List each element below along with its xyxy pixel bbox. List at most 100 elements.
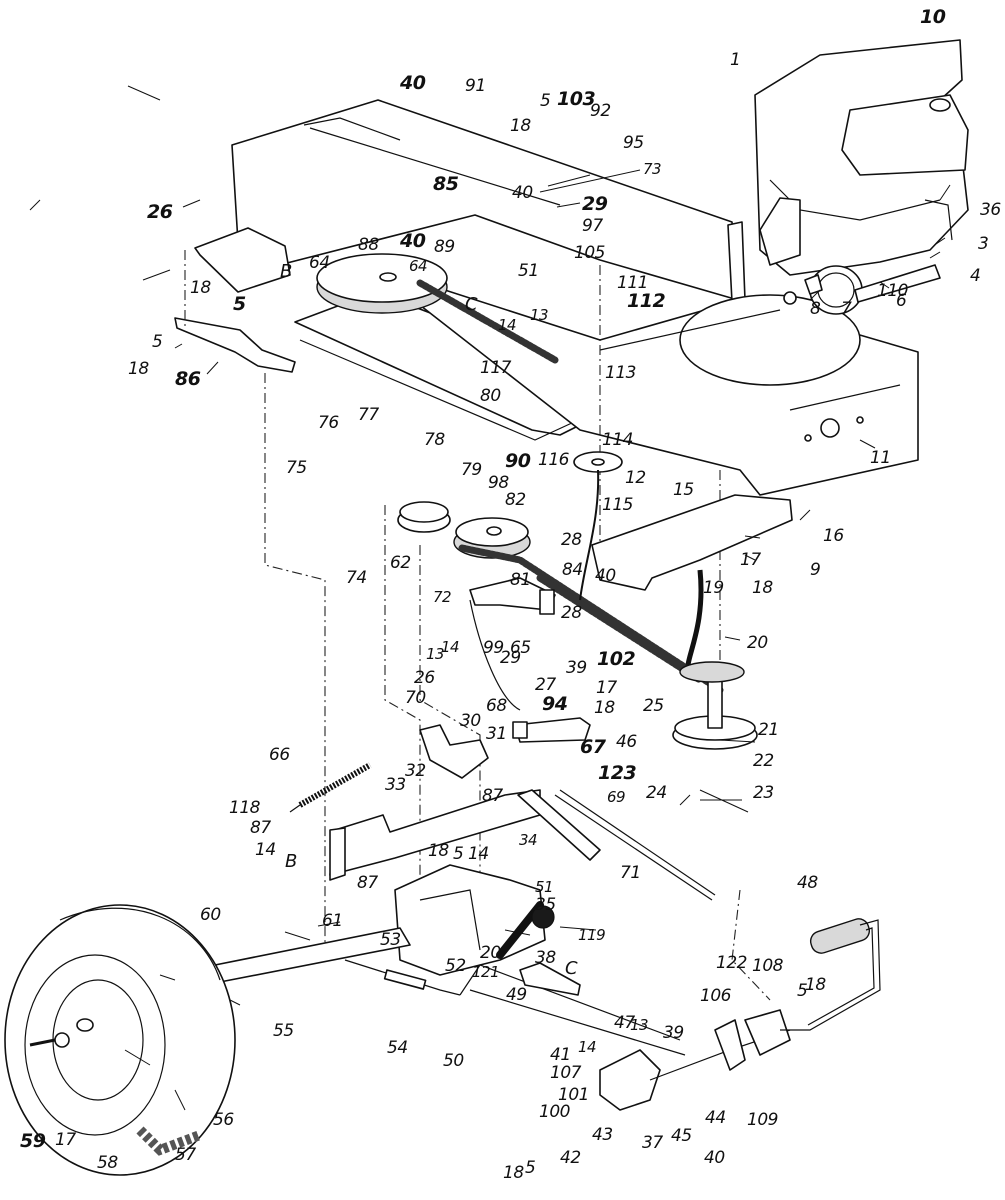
frame-member-33 (329, 789, 541, 881)
part-callout-18: 18 (428, 841, 449, 861)
part-callout-44: 44 (705, 1108, 726, 1128)
part-callout-40: 40 (595, 566, 616, 586)
part-callout-29: 29 (582, 193, 608, 215)
part-callout-121: 121 (472, 963, 500, 981)
part-callout-97: 97 (582, 216, 603, 236)
part-callout-40: 40 (704, 1148, 725, 1168)
part-callout-48: 48 (797, 873, 818, 893)
part-callout-13: 13 (530, 306, 549, 324)
part-callout-3: 3 (978, 234, 989, 254)
part-callout-24: 24 (646, 783, 667, 803)
large-pulley-75 (316, 253, 448, 314)
part-callout-105: 105 (574, 243, 605, 263)
part-callout-18: 18 (594, 698, 615, 718)
brake-linkage (599, 1009, 791, 1111)
part-callout-77: 77 (358, 405, 379, 425)
part-callout-18: 18 (190, 278, 211, 298)
part-callout-123: 123 (598, 762, 637, 784)
part-callout-46: 46 (616, 732, 637, 752)
part-callout-18: 18 (503, 1163, 524, 1183)
part-callout-38: 38 (535, 948, 556, 968)
part-callout-5: 5 (525, 1158, 536, 1178)
part-callout-112: 112 (627, 290, 666, 312)
part-callout-18: 18 (805, 975, 826, 995)
part-callout-22: 22 (753, 751, 774, 771)
part-callout-36: 36 (980, 200, 1001, 220)
idler-pulley-114 (573, 451, 623, 473)
part-callout-19: 19 (703, 578, 724, 598)
shift-lever-38 (496, 901, 555, 959)
part-callout-18: 18 (752, 578, 773, 598)
arm-31 (512, 717, 591, 743)
part-callout-119: 119 (578, 926, 606, 944)
part-callout-57: 57 (175, 1145, 196, 1165)
part-callout-39: 39 (663, 1023, 684, 1043)
part-callout-5: 5 (152, 332, 163, 352)
part-callout-71: 71 (620, 863, 641, 883)
side-plate (194, 227, 291, 293)
part-callout-8: 8 (810, 299, 821, 319)
part-callout-14: 14 (255, 840, 276, 860)
part-callout-47: 47 (614, 1013, 635, 1033)
part-callout-51: 51 (535, 878, 554, 896)
part-callout-17: 17 (596, 678, 617, 698)
bracket-30 (419, 724, 489, 779)
part-callout-32: 32 (405, 761, 426, 781)
part-callout-106: 106 (700, 986, 731, 1006)
handle-48 (780, 918, 881, 1031)
part-callout-33: 33 (385, 775, 406, 795)
bracket-16 (591, 494, 793, 591)
part-callout-17: 17 (55, 1130, 76, 1150)
part-callout-23: 23 (753, 783, 774, 803)
transmission (394, 864, 546, 976)
part-callout-67: 67 (580, 736, 606, 758)
part-callout-51: 51 (518, 261, 539, 281)
part-callout-5: 5 (453, 844, 464, 864)
part-callout-88: 88 (358, 235, 379, 255)
part-callout-65: 65 (510, 638, 531, 658)
rod-34 (517, 789, 601, 861)
part-callout-26: 26 (414, 668, 435, 688)
engine-assembly (754, 39, 969, 315)
part-callout-75: 75 (286, 458, 307, 478)
part-callout-26: 26 (147, 201, 173, 223)
part-callout-20: 20 (480, 943, 501, 963)
part-callout-52: 52 (445, 956, 466, 976)
rod-71 (554, 789, 716, 901)
part-callout-64: 64 (409, 257, 428, 275)
part-callout-117: 117 (480, 358, 511, 378)
part-callout-41: 41 (550, 1045, 571, 1065)
part-callout-31: 31 (486, 724, 507, 744)
part-callout-116: 116 (538, 450, 569, 470)
part-callout-4: 4 (970, 266, 981, 286)
part-callout-111: 111 (617, 273, 648, 293)
part-callout-91: 91 (465, 76, 486, 96)
part-callout-69: 69 (607, 788, 626, 806)
part-callout-20: 20 (747, 633, 768, 653)
pulley-21 (672, 661, 758, 750)
part-callout-9: 9 (810, 560, 821, 580)
part-callout-30: 30 (460, 711, 481, 731)
drive-cable (579, 469, 704, 666)
part-callout-87: 87 (482, 786, 503, 806)
part-callout-86: 86 (175, 368, 201, 390)
part-callout-42: 42 (560, 1148, 581, 1168)
part-callout-29: 29 (500, 648, 521, 668)
part-callout-74: 74 (346, 568, 367, 588)
part-callout-102: 102 (597, 648, 636, 670)
reference-mark-b: B (285, 851, 298, 872)
part-callout-81: 81 (510, 570, 531, 590)
part-callout-21: 21 (758, 720, 779, 740)
part-callout-37: 37 (642, 1133, 663, 1153)
part-callout-15: 15 (673, 480, 694, 500)
pulley-74 (397, 501, 451, 533)
reference-mark-c: C (465, 294, 478, 315)
part-callout-16: 16 (823, 526, 844, 546)
part-callout-66: 66 (269, 745, 290, 765)
part-callout-28: 28 (561, 530, 582, 550)
part-callout-87: 87 (250, 818, 271, 838)
part-callout-73: 73 (643, 160, 662, 178)
part-callout-108: 108 (752, 956, 783, 976)
part-callout-34: 34 (519, 831, 538, 849)
